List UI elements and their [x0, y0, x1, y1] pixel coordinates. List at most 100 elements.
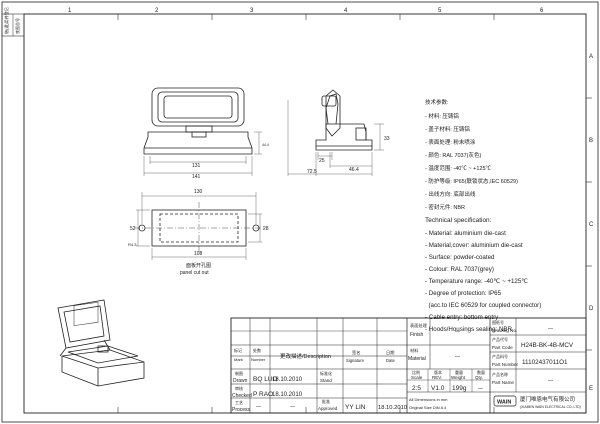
part-code-val: H24B-BK-4B-MCV [521, 342, 574, 349]
dim-130: 130 [194, 189, 203, 195]
weight-val: 199g [452, 385, 467, 392]
side-view-dimensions [287, 100, 384, 176]
rev-en: REV. [432, 375, 442, 380]
title-block-text: 标记 Mark 处数 Number 更改描述/Description 签名 Si… [232, 319, 581, 413]
process-name: — [256, 404, 261, 410]
spec-en-item-6: - Degree of protection: IP65 [425, 290, 502, 297]
spec-cn-item-2: - 盖子材料: 压铸铝 [425, 125, 470, 133]
title-block [230, 317, 587, 414]
spec-en-item-2: - Material,cover: aluminium die-cast [425, 242, 523, 249]
approved-date: 18.10.2010 [378, 405, 407, 411]
part-code-en: Part Code [492, 345, 513, 350]
dim-108: 108 [194, 251, 203, 257]
spec-cn-item-8: - 密封元件: NBR [425, 203, 465, 211]
part-name-val: — [548, 378, 553, 384]
hdr-mark-cn: 标记 [234, 347, 242, 353]
dim-72-5: 72.5 [307, 169, 317, 175]
note-size: Original Size DIN A 4 [409, 405, 447, 410]
dim-28: 28 [263, 226, 269, 232]
qty-val: — [478, 386, 483, 392]
tech-spec-en: Technical specification: - Material: alu… [425, 217, 541, 333]
dim-131: 131 [192, 163, 201, 169]
cutout-caption-en: panel cut out [180, 270, 209, 276]
spec-en-item-7: (acc.to IEC 60529 for coupled connector) [425, 302, 541, 309]
qty-en: Qty. [475, 375, 483, 380]
part-name-en: Part Name [492, 380, 514, 385]
note-dims: All Dimensions in mm [409, 397, 448, 402]
material-en: Material [408, 356, 426, 362]
part-name-cn: 产品名称 [492, 371, 508, 377]
approved-en: Approved [318, 406, 338, 411]
checked-cn: 审核 [235, 385, 243, 391]
column-numbers: 1 2 3 4 5 6 [68, 8, 544, 14]
rev-cn: 版本 [434, 369, 442, 375]
cutout-caption-cn: 面板开孔图 [186, 262, 211, 269]
spec-en-title: Technical specification: [425, 217, 492, 224]
col-label-3: 3 [250, 8, 254, 14]
scale-cn: 比例 [412, 369, 420, 375]
spec-en-item-1: - Material: aluminium die-cast [425, 230, 506, 237]
material-val: — [455, 354, 460, 360]
spec-cn-item-3: - 表面处理: 粉末喷涂 [425, 138, 476, 146]
drawn-date: 18.10.2010 [272, 377, 303, 383]
side-view [315, 89, 373, 151]
stand-cn: 标准化 [320, 370, 332, 376]
hdr-num-cn: 处数 [253, 347, 261, 353]
row-label-d: D [589, 306, 594, 312]
spec-en-item-4: - Colour: RAL 7037(grey) [425, 266, 494, 273]
process-cn: 工艺 [235, 400, 243, 405]
col-label-5: 5 [438, 8, 442, 14]
panel-cutout-dimensions [136, 192, 262, 260]
dim-25: 25 [319, 158, 325, 164]
spec-cn-item-6: - 防护等级: IP65(联锁状态,IEC 60529) [425, 177, 518, 185]
left-register-strip: 借(通)用件登记 底图总号 [1, 7, 25, 37]
left-strip-label-2: 底图总号 [14, 18, 20, 34]
drawing-no-en: Drawing No. [492, 328, 517, 333]
hdr-sig-en: Signature [346, 358, 365, 363]
process-date: — [290, 404, 295, 410]
hdr-date-cn: 日期 [386, 350, 394, 356]
row-letters: A B C D E [589, 54, 594, 392]
spec-en-item-3: - Surface: powder-coated [425, 254, 495, 261]
spec-cn-item-1: - 材料: 压铸铝 [425, 112, 459, 120]
hdr-date-en: Date [386, 358, 396, 363]
part-no-en: Part Number [492, 362, 519, 367]
dim-r4-3: R4.3 [128, 242, 137, 247]
left-strip-label-1: 借(通)用件登记 [3, 7, 9, 34]
row-label-a: A [589, 54, 593, 60]
drawing-no-val: — [548, 326, 553, 332]
dim-33: 33 [384, 136, 390, 142]
spec-en-item-5: - Temperature range: -40℃ ~ +125℃ [425, 278, 528, 285]
finish-en: Finish [410, 332, 424, 338]
drawn-en: Drawn [233, 378, 248, 384]
hdr-num-en: Number [251, 357, 266, 362]
company-logo: WAIN [493, 395, 517, 407]
scale-en: Scale [411, 375, 423, 380]
front-view [143, 87, 253, 155]
spec-cn-title: 技术参数: [425, 98, 449, 106]
finish-val: — [455, 329, 460, 335]
scale-val: 2:5 [412, 385, 421, 392]
hdr-sig-cn: 签名 [352, 349, 360, 356]
part-no-val: 11102437011O1 [522, 359, 568, 366]
finish-cn: 表面处理 [410, 322, 428, 329]
rev-val: V1.0 [431, 385, 445, 392]
col-label-4: 4 [344, 8, 348, 14]
company-name-en: (XIAMEN WAIN ELECTRICAL CO.,LTD) [520, 405, 581, 409]
hdr-desc: 更改描述/Description [280, 352, 331, 360]
drawing-no-cn: 图纸号 [492, 319, 504, 325]
spec-cn-item-7: - 出线方向: 底部出线 [425, 190, 476, 198]
weight-cn: 重量 [455, 369, 463, 375]
approved-cn: 批准 [322, 398, 330, 404]
stand-en: Stand [320, 378, 332, 383]
drawn-cn: 制图 [235, 370, 243, 376]
spec-en-item-9: - Hoods/Housings sealing: NBR [425, 326, 513, 333]
row-label-e: E [589, 386, 593, 392]
checked-name: P RAO [253, 391, 273, 398]
col-label-2: 2 [155, 8, 159, 14]
part-no-cn: 产品料号 [492, 353, 508, 359]
company-logo-text: WAIN [497, 400, 511, 406]
col-label-6: 6 [540, 8, 544, 14]
